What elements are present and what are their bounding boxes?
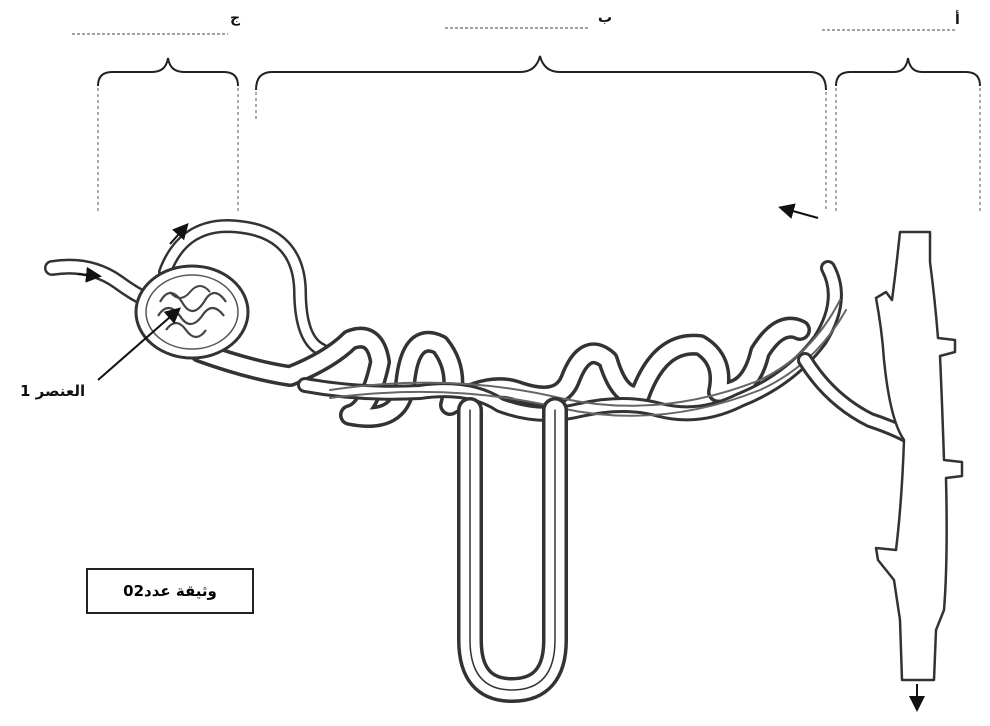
section-b-label: ب: [598, 10, 612, 26]
glomerulus: [136, 266, 248, 358]
loop-of-henle: [470, 410, 555, 690]
section-c-label: ج: [230, 10, 240, 26]
section-braces: [98, 56, 980, 90]
collecting-duct: [876, 232, 962, 680]
element-1-label: العنصر 1: [20, 382, 85, 400]
outflow-arrow: [782, 208, 818, 218]
brace-dash-lines: [98, 88, 980, 212]
brace-c: [98, 58, 238, 86]
brace-b: [256, 56, 826, 90]
brace-a: [836, 58, 980, 86]
document-caption: وثيقة عدد02: [86, 568, 254, 614]
label-dash-lines: [72, 28, 955, 34]
section-a-label: أ: [955, 12, 960, 28]
